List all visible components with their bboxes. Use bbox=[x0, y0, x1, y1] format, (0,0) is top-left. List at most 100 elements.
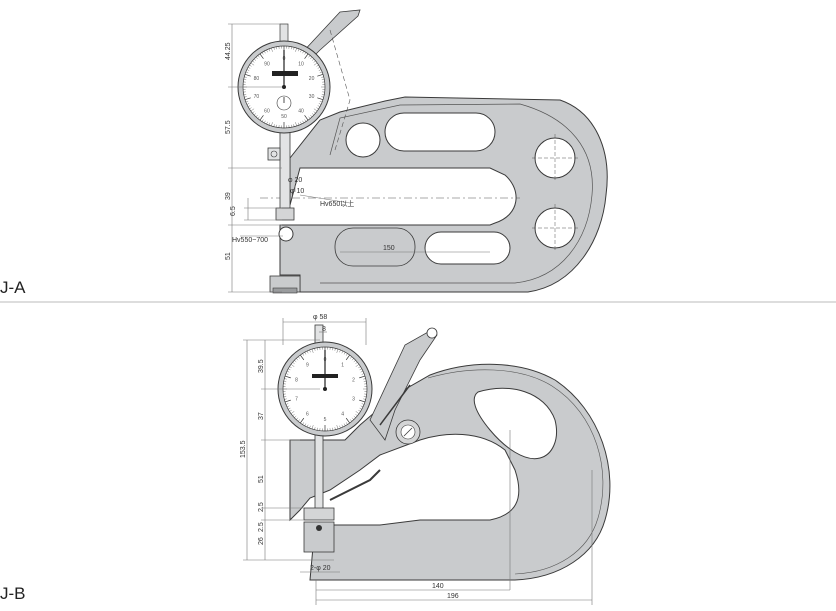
j-b-dial-tick bbox=[306, 350, 309, 354]
j-a-dial-tick bbox=[317, 67, 321, 69]
j-a-dial-tick bbox=[295, 122, 297, 127]
j-a-dial-tick bbox=[293, 47, 295, 50]
j-b-window bbox=[473, 387, 557, 460]
j-a-dial-tick bbox=[259, 115, 264, 121]
j-a-dial-tick bbox=[317, 105, 321, 107]
j-b-dial-tick bbox=[346, 422, 348, 425]
j-a-dial-tick bbox=[246, 103, 250, 105]
j-b-dial-tick bbox=[294, 415, 297, 418]
j-a-dial-tick bbox=[302, 120, 304, 124]
j-b-dial-tick bbox=[290, 364, 295, 367]
j-a-dial-number: 90 bbox=[264, 62, 270, 68]
j-a-dial-tick bbox=[300, 49, 302, 53]
j-b-dial-tick bbox=[345, 354, 350, 361]
j-b-dial-tick bbox=[286, 370, 290, 373]
j-a-dial-tick bbox=[264, 120, 266, 124]
j-b-dial-tick bbox=[284, 398, 287, 400]
j-b-dial-tick bbox=[284, 399, 291, 403]
j-a-dial-tick bbox=[313, 108, 318, 112]
j-a-dial-number: 50 bbox=[281, 114, 287, 120]
j-a-dial-tick bbox=[319, 101, 323, 103]
j-b-dial-tick bbox=[355, 411, 360, 414]
j-b-dial-number: 7 bbox=[295, 396, 298, 402]
j-b-dial-tick bbox=[358, 366, 361, 368]
j-b-dial-tick bbox=[286, 405, 290, 408]
j-b-dial-tick bbox=[302, 353, 304, 356]
j-b-dial-tick bbox=[363, 378, 366, 380]
j-b-dial-number: 9 bbox=[306, 363, 309, 369]
j-a-dial-tick bbox=[318, 103, 322, 105]
j-b-dial-tick bbox=[314, 427, 316, 430]
j-a-dial-number: 80 bbox=[254, 76, 260, 82]
j-b-dial-number: 5 bbox=[324, 417, 327, 423]
j-b-anvil bbox=[303, 507, 335, 521]
j-b-dial-tick bbox=[292, 362, 295, 364]
j-a-dial-tick bbox=[247, 67, 251, 69]
j-a-dial-tick bbox=[271, 122, 273, 127]
j-b-dial-tick bbox=[309, 349, 311, 353]
j-b-dial-tick bbox=[346, 353, 348, 356]
j-b-dial-tick bbox=[341, 350, 344, 354]
j-b-dial-tick bbox=[351, 417, 354, 420]
j-a-dial-tick bbox=[304, 52, 307, 55]
j-b-dial-tick bbox=[358, 410, 361, 412]
j-a-dial-tick bbox=[313, 60, 316, 63]
j-a-dial-tick bbox=[317, 73, 324, 77]
j-a-dial-tick bbox=[298, 122, 300, 126]
j-b-dial-tick bbox=[350, 419, 352, 422]
j-a-dial-number: 40 bbox=[298, 108, 304, 114]
j-a-dim-hv650: Hv650以上 bbox=[320, 199, 354, 208]
j-b-dial-tick bbox=[355, 362, 358, 364]
j-a-dial-tick bbox=[253, 113, 257, 116]
j-a-dial-tick bbox=[244, 96, 247, 98]
section-label-j-a: J-A bbox=[0, 278, 26, 297]
j-b-dim-140: 140 bbox=[432, 583, 444, 590]
j-b-dial-tick bbox=[306, 424, 309, 428]
j-b-dial-tick bbox=[336, 349, 339, 353]
j-a-dial-tick bbox=[273, 47, 275, 50]
j-a-dial-tick bbox=[255, 56, 258, 60]
j-b-dial-number: 1 bbox=[341, 363, 344, 369]
j-b-dial-tick bbox=[298, 419, 300, 422]
j-a-dial-tick bbox=[261, 52, 264, 55]
j-b-dial-number: 4 bbox=[341, 411, 344, 417]
j-a-dial-gauge: 0102030405060708090 bbox=[237, 23, 331, 134]
j-b-dial-tick bbox=[311, 349, 314, 353]
j-b-dial-tick bbox=[296, 417, 299, 420]
j-a-dial-tick bbox=[308, 116, 311, 119]
j-b-dial-tick bbox=[288, 407, 291, 410]
j-a-dial-tick bbox=[304, 115, 309, 121]
j-b-dial-tick bbox=[360, 370, 364, 373]
j-a-dial-tick bbox=[273, 124, 275, 127]
j-a-dim-57-5: 57.5 bbox=[225, 120, 232, 134]
j-a-dial-tick bbox=[308, 55, 311, 58]
j-a-dial-tick bbox=[264, 50, 266, 54]
j-a-dial-tick bbox=[321, 96, 324, 98]
j-b-dim-51: 51 bbox=[258, 475, 265, 483]
j-a-dial-tick bbox=[245, 101, 249, 103]
j-a-dial-tick bbox=[246, 69, 250, 71]
j-a-dial-tick bbox=[249, 64, 252, 67]
j-b-dial-tick bbox=[359, 399, 366, 403]
j-a-dial-tick bbox=[266, 49, 268, 53]
j-a-dial-tick bbox=[261, 119, 264, 122]
j-b-dial-tick bbox=[309, 425, 311, 429]
j-a-dial-tick bbox=[317, 97, 324, 101]
j-b-dim-26: 26 bbox=[258, 537, 265, 545]
j-b-dial-tick bbox=[300, 354, 305, 361]
j-b-dim-37: 37 bbox=[258, 412, 265, 420]
j-a-dial-number: 60 bbox=[264, 108, 270, 114]
j-a-spindle bbox=[279, 129, 291, 211]
j-a-dial-tick bbox=[244, 97, 251, 101]
j-b-dial-tick bbox=[343, 352, 346, 355]
j-b-dial-tick bbox=[288, 368, 291, 371]
j-a-dial-tick bbox=[313, 111, 316, 114]
j-b-dial-tick bbox=[285, 403, 289, 405]
j-b-dial-tick bbox=[296, 358, 299, 361]
j-b-dial-tick bbox=[336, 425, 339, 429]
j-a-dial-number: 10 bbox=[298, 62, 304, 68]
j-b-dial-number: 3 bbox=[352, 396, 355, 402]
j-b-dial-tick bbox=[300, 417, 305, 424]
j-a-anvil-lower bbox=[278, 226, 294, 242]
